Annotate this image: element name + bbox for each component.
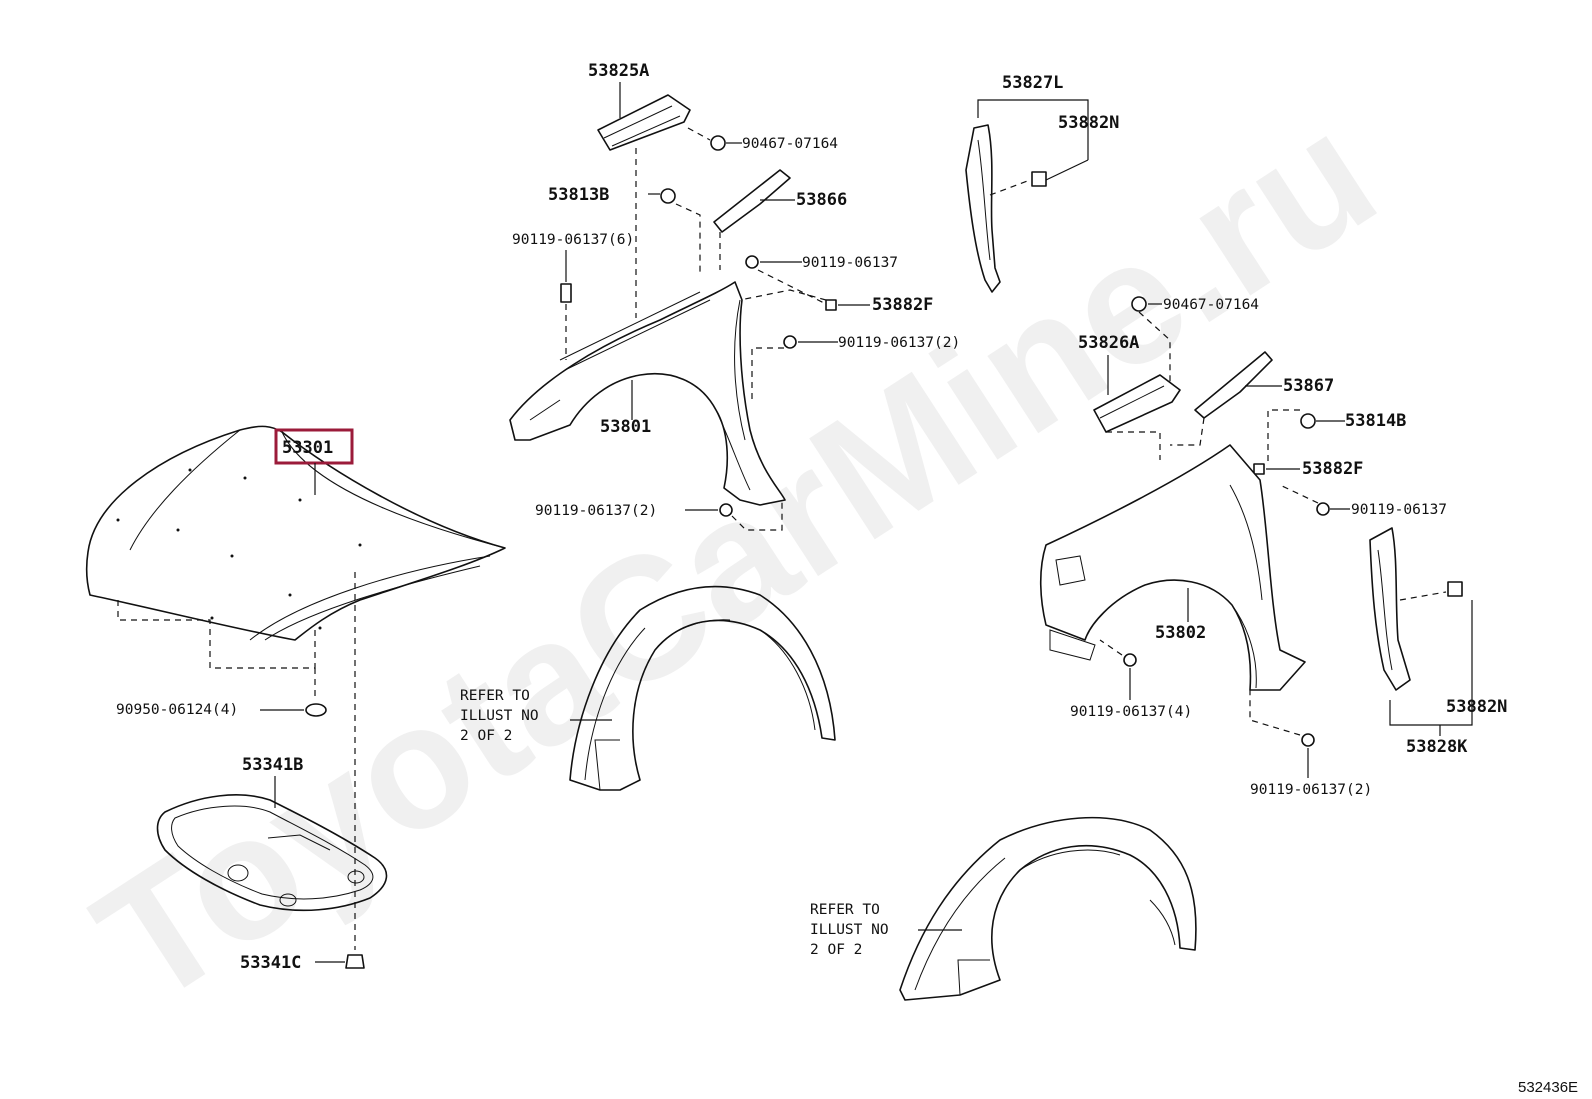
- label-53882N-b[interactable]: 53882N: [1446, 697, 1507, 717]
- note-left-line3: 2 OF 2: [460, 728, 512, 744]
- diagram-code: 532436E: [1518, 1079, 1578, 1096]
- bolt-90119-6[interactable]: [560, 283, 572, 303]
- label-53828K[interactable]: 53828K: [1406, 737, 1468, 757]
- cushion-90950[interactable]: [305, 703, 327, 717]
- label-53866[interactable]: 53866: [796, 190, 847, 210]
- label-90119-4[interactable]: 90119-06137(4): [1070, 704, 1192, 720]
- label-90950[interactable]: 90950-06124(4): [116, 702, 238, 718]
- clip-53882F-b[interactable]: [1253, 463, 1265, 475]
- label-53813B[interactable]: 53813B: [548, 185, 609, 205]
- clip-53882F-a[interactable]: [825, 299, 837, 311]
- seal-53828K[interactable]: [1369, 527, 1411, 691]
- note-right-line3: 2 OF 2: [810, 942, 862, 958]
- note-left-line1: REFER TO: [460, 688, 530, 704]
- bolt-90119-2c[interactable]: [1301, 733, 1315, 747]
- label-53882N-a[interactable]: 53882N: [1058, 113, 1119, 133]
- bolt-90119-2a[interactable]: [783, 335, 797, 349]
- fender-liner-right[interactable]: [899, 816, 1197, 1001]
- label-90119-2a[interactable]: 90119-06137(2): [838, 335, 960, 351]
- label-53826A[interactable]: 53826A: [1078, 333, 1139, 353]
- seal-53867[interactable]: [1194, 351, 1273, 419]
- label-53301[interactable]: 53301: [282, 438, 333, 458]
- label-53341B[interactable]: 53341B: [242, 755, 303, 775]
- label-53825A[interactable]: 53825A: [588, 61, 649, 81]
- bolt-90119-b[interactable]: [1316, 502, 1330, 516]
- clip-53814B[interactable]: [1300, 413, 1316, 429]
- label-90119-2c[interactable]: 90119-06137(2): [1250, 782, 1372, 798]
- clip-53882N-b[interactable]: [1447, 581, 1463, 597]
- label-53882F-b[interactable]: 53882F: [1302, 459, 1363, 479]
- label-90119-2b[interactable]: 90119-06137(2): [535, 503, 657, 519]
- bolt-90119-a[interactable]: [745, 255, 759, 269]
- bracket-53826A[interactable]: [1093, 374, 1181, 433]
- note-right-line2: ILLUST NO: [810, 922, 889, 938]
- bolt-90467-b[interactable]: [1131, 296, 1147, 312]
- label-90119-6[interactable]: 90119-06137(6): [512, 232, 634, 248]
- bolt-90467-a[interactable]: [710, 135, 726, 151]
- highlight-box: [274, 428, 354, 465]
- clip-53882N-a[interactable]: [1031, 171, 1047, 187]
- clip-53813B[interactable]: [660, 188, 676, 204]
- clip-53341C[interactable]: [345, 954, 365, 969]
- label-90119-b[interactable]: 90119-06137: [1351, 502, 1447, 518]
- label-53867[interactable]: 53867: [1283, 376, 1334, 396]
- label-53827L[interactable]: 53827L: [1002, 73, 1063, 93]
- note-right-line1: REFER TO: [810, 902, 880, 918]
- seal-53827L[interactable]: [965, 124, 1001, 293]
- label-53801[interactable]: 53801: [600, 417, 651, 437]
- bolt-90119-2b[interactable]: [719, 503, 733, 517]
- seal-53866[interactable]: [713, 169, 791, 233]
- bracket-53825A[interactable]: [597, 94, 691, 151]
- label-90467-a[interactable]: 90467-07164: [742, 136, 838, 152]
- fender-liner-left[interactable]: [569, 585, 836, 791]
- bolt-90119-4[interactable]: [1123, 653, 1137, 667]
- hood-insulator-53341B[interactable]: [156, 794, 388, 912]
- fender-53801[interactable]: [509, 281, 786, 506]
- note-left-line2: ILLUST NO: [460, 708, 539, 724]
- label-90119-a[interactable]: 90119-06137: [802, 255, 898, 271]
- fender-53802[interactable]: [1039, 444, 1306, 691]
- label-53802[interactable]: 53802: [1155, 623, 1206, 643]
- hood-53301[interactable]: [85, 425, 506, 641]
- label-53341C[interactable]: 53341C: [240, 953, 301, 973]
- label-53882F-a[interactable]: 53882F: [872, 295, 933, 315]
- label-53814B[interactable]: 53814B: [1345, 411, 1406, 431]
- label-90467-b[interactable]: 90467-07164: [1163, 297, 1259, 313]
